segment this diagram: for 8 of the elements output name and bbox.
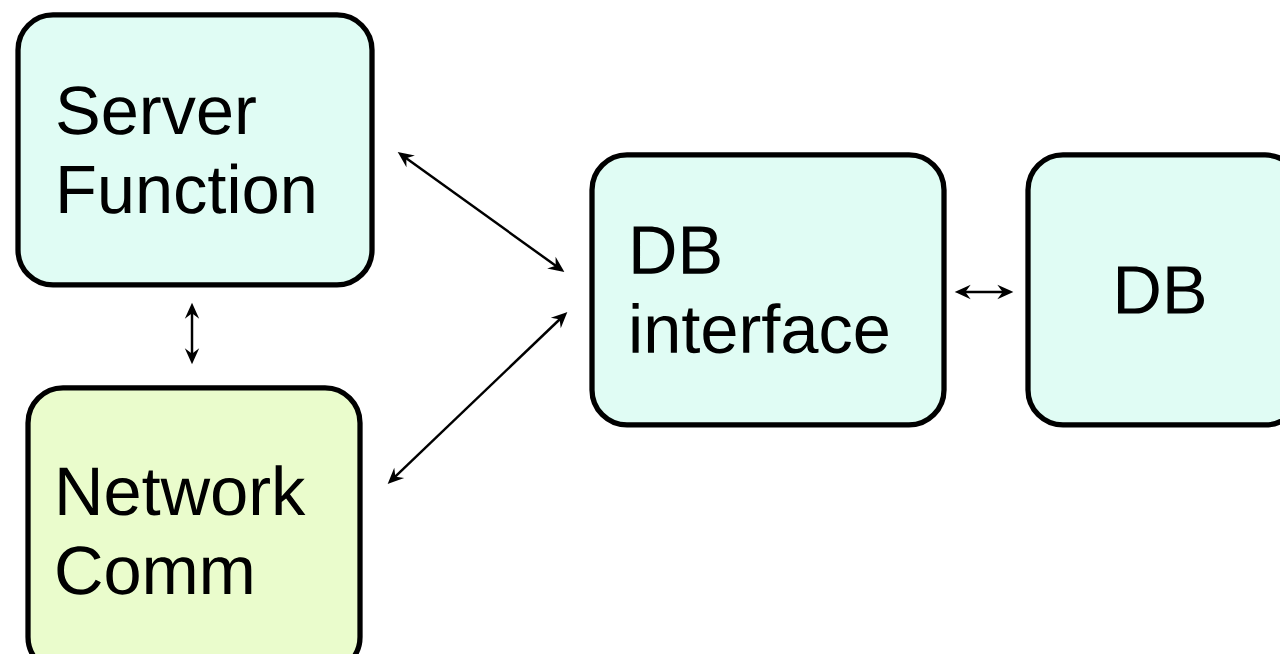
process-box <box>25 385 363 654</box>
node-text: Server Function <box>58 86 314 214</box>
process-box <box>15 12 375 288</box>
node-text: DB <box>1118 266 1204 314</box>
node-text: Network Comm <box>57 465 306 595</box>
process-box <box>589 152 947 428</box>
node-text: DB interface <box>632 226 888 354</box>
process-box <box>1025 152 1280 428</box>
